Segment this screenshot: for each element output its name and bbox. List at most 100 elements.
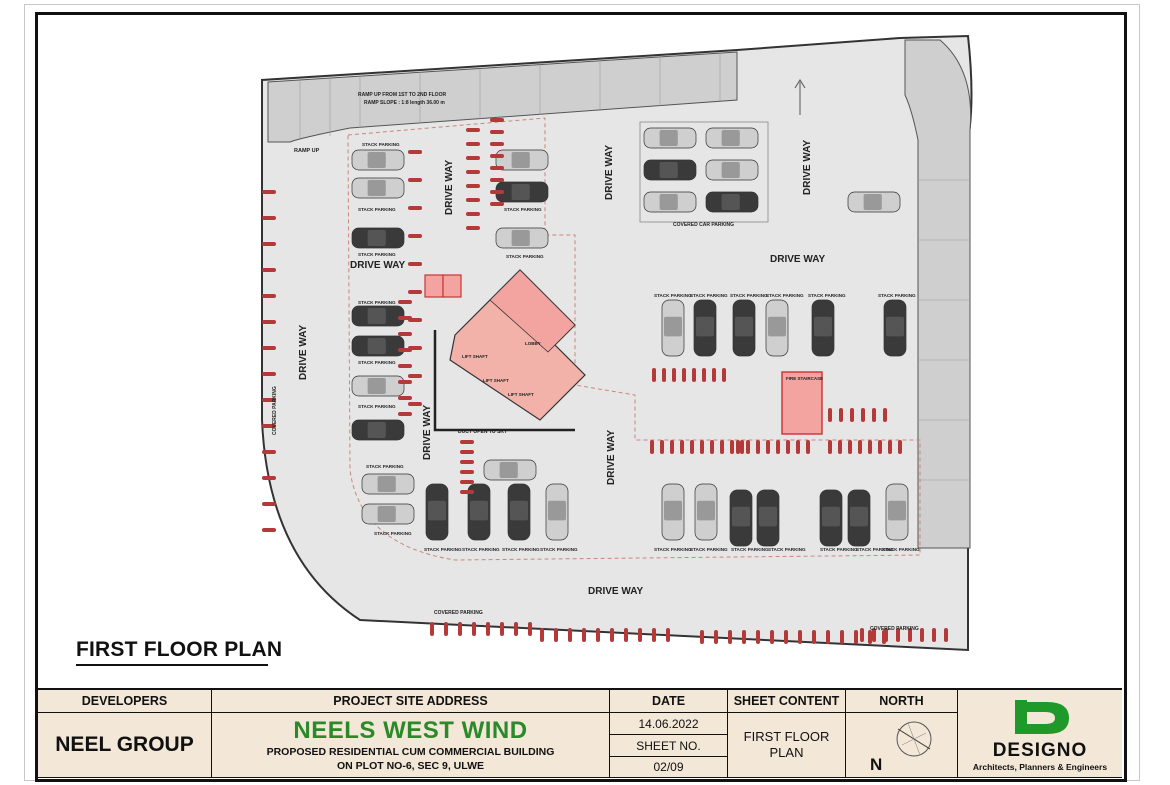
bike bbox=[262, 372, 276, 376]
bike bbox=[680, 440, 684, 454]
lift-shaft-label: LIFT SHAFT bbox=[462, 354, 488, 359]
bike bbox=[700, 440, 704, 454]
bike bbox=[460, 480, 474, 484]
bike bbox=[466, 198, 480, 202]
ramp-up-label: RAMP UP bbox=[294, 148, 320, 154]
car bbox=[467, 483, 491, 541]
parked-bikes bbox=[262, 118, 948, 644]
bike bbox=[714, 630, 718, 644]
bike bbox=[746, 440, 750, 454]
bike bbox=[872, 628, 876, 642]
car bbox=[811, 299, 835, 357]
ramp-note: RAMP SLOPE : 1:8 length 36.00 m bbox=[364, 100, 445, 106]
bike bbox=[702, 368, 706, 382]
bike bbox=[838, 440, 842, 454]
car bbox=[351, 149, 405, 171]
bike bbox=[408, 402, 422, 406]
north-arrow-plan bbox=[794, 79, 806, 115]
bike bbox=[466, 184, 480, 188]
car bbox=[425, 483, 449, 541]
car bbox=[351, 305, 405, 327]
car bbox=[694, 483, 718, 541]
bike bbox=[690, 440, 694, 454]
bike bbox=[262, 528, 276, 532]
covered-parking-label: COVERED PARKING bbox=[434, 610, 483, 616]
bike bbox=[262, 424, 276, 428]
bike bbox=[672, 368, 676, 382]
car bbox=[883, 299, 907, 357]
stack-parking-label: STACK PARKING bbox=[502, 547, 540, 552]
bike bbox=[812, 630, 816, 644]
lift-shaft-label: LIFT SHAFT bbox=[508, 392, 534, 397]
bike bbox=[858, 440, 862, 454]
sheet-content-header: SHEET CONTENT bbox=[728, 690, 846, 713]
stack-parking-label: STACK PARKING bbox=[358, 207, 396, 212]
car bbox=[495, 181, 549, 203]
bike bbox=[460, 460, 474, 464]
car bbox=[661, 299, 685, 357]
car bbox=[765, 299, 789, 357]
car bbox=[643, 159, 697, 181]
stack-parking-label: STACK PARKING bbox=[690, 547, 728, 552]
bike bbox=[486, 622, 490, 636]
stack-parking-label: STACK PARKING bbox=[366, 464, 404, 469]
bike bbox=[430, 622, 434, 636]
stack-parking-label: STACK PARKING bbox=[654, 547, 692, 552]
bike bbox=[408, 206, 422, 210]
bike bbox=[490, 166, 504, 170]
bike bbox=[490, 130, 504, 134]
drive-way-label: DRIVE WAY bbox=[606, 429, 617, 485]
bike bbox=[742, 630, 746, 644]
bike bbox=[568, 628, 572, 642]
bike bbox=[596, 628, 600, 642]
firm-tagline: Architects, Planners & Engineers bbox=[972, 761, 1108, 772]
bike bbox=[770, 630, 774, 644]
car bbox=[756, 489, 780, 547]
bike bbox=[756, 630, 760, 644]
bike bbox=[624, 628, 628, 642]
plan-title-underline bbox=[76, 664, 268, 666]
bike bbox=[756, 440, 760, 454]
bike bbox=[460, 450, 474, 454]
parked-cars bbox=[351, 127, 909, 547]
stack-parking-label: STACK PARKING bbox=[358, 300, 396, 305]
bike bbox=[408, 150, 422, 154]
bike bbox=[466, 156, 480, 160]
bike bbox=[408, 374, 422, 378]
car bbox=[361, 473, 415, 495]
bike bbox=[638, 628, 642, 642]
date-header: DATE bbox=[610, 690, 728, 713]
car bbox=[351, 227, 405, 249]
bike bbox=[466, 170, 480, 174]
bike bbox=[460, 470, 474, 474]
bike bbox=[398, 348, 412, 352]
bike bbox=[466, 226, 480, 230]
bike bbox=[736, 440, 740, 454]
car bbox=[643, 127, 697, 149]
drive-way-label: DRIVE WAY bbox=[588, 586, 644, 597]
bike bbox=[692, 368, 696, 382]
car bbox=[495, 149, 549, 171]
bike bbox=[262, 320, 276, 324]
stack-parking-label: STACK PARKING bbox=[766, 293, 804, 298]
building-outline bbox=[347, 117, 921, 561]
address-header: PROJECT SITE ADDRESS bbox=[212, 690, 610, 713]
bike bbox=[920, 628, 924, 642]
bike bbox=[262, 216, 276, 220]
bike bbox=[262, 398, 276, 402]
car bbox=[351, 177, 405, 199]
bike bbox=[898, 440, 902, 454]
bike bbox=[398, 380, 412, 384]
project-line-1: PROPOSED RESIDENTIAL CUM COMMERCIAL BUIL… bbox=[266, 746, 555, 758]
bike bbox=[262, 476, 276, 480]
stack-parking-label: STACK PARKING bbox=[654, 293, 692, 298]
firm-logo-cell: DESIGNO Architects, Planners & Engineers bbox=[958, 690, 1122, 778]
bike bbox=[408, 290, 422, 294]
bike bbox=[784, 630, 788, 644]
bike bbox=[860, 628, 864, 642]
lift-shaft-label: LIFT SHAFT bbox=[483, 378, 509, 383]
bike bbox=[652, 368, 656, 382]
developer-name: NEEL GROUP bbox=[38, 713, 212, 778]
car bbox=[705, 127, 759, 149]
bike bbox=[262, 502, 276, 506]
